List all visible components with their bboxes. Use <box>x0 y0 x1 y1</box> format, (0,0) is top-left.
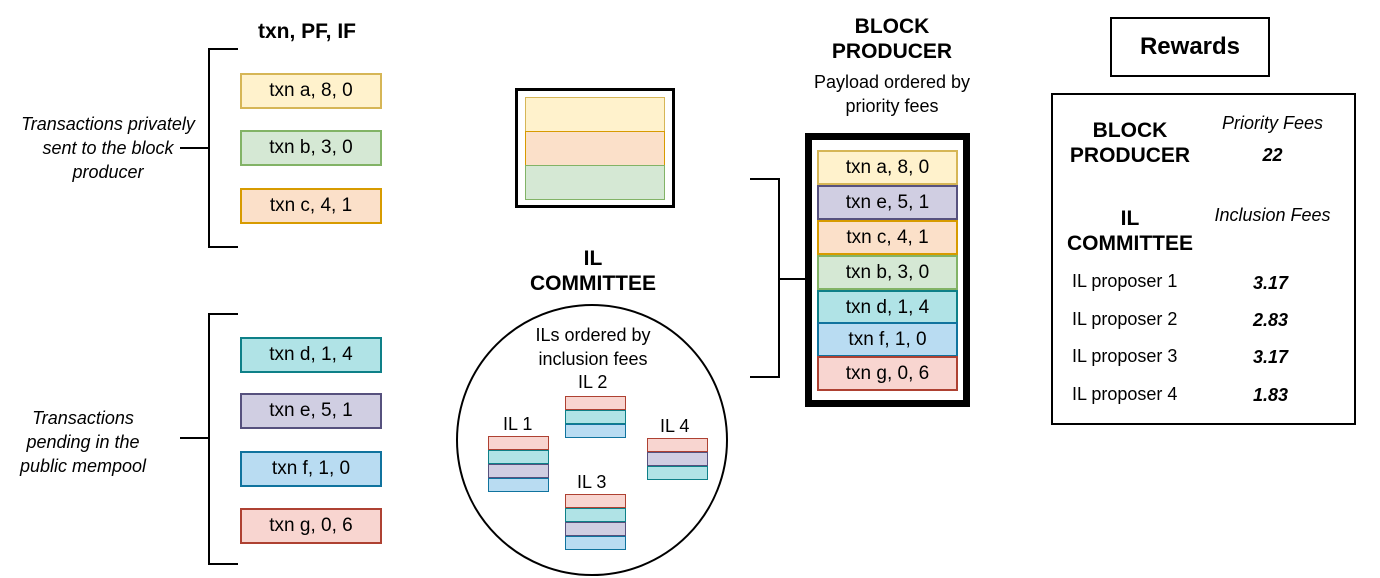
il-4-label: IL 4 <box>660 416 690 436</box>
proposer-1-name: IL proposer 1 <box>1072 271 1178 291</box>
il-1-label: IL 1 <box>503 414 533 434</box>
public-txn-d: txn d, 1, 4 <box>240 337 382 373</box>
inclusion-fees-label: Inclusion Fees <box>1214 205 1331 225</box>
rewards-bp-label: BLOCK PRODUCER <box>1069 119 1191 167</box>
bp-txn-a: txn a, 8, 0 <box>817 150 958 185</box>
rewards-title: Rewards <box>1110 17 1270 77</box>
priority-fees-value: 22 <box>1262 145 1283 165</box>
il-2-strip <box>565 396 626 410</box>
il-committee-title: IL COMMITTEE <box>530 247 656 295</box>
txn-column-header: txn, PF, IF <box>258 20 357 43</box>
payload-strip-green <box>525 165 665 200</box>
il-4-strip <box>647 438 708 452</box>
bp-txn-d: txn d, 1, 4 <box>817 290 958 325</box>
bp-txn-g: txn g, 0, 6 <box>817 356 958 391</box>
public-bracket <box>208 313 210 565</box>
il-circle-label: ILs ordered by inclusion fees <box>535 325 651 369</box>
block-producer-title: BLOCK PRODUCER <box>831 15 953 63</box>
proposer-4-name: IL proposer 4 <box>1072 384 1178 404</box>
private-txn-a: txn a, 8, 0 <box>240 73 382 109</box>
il-3-label: IL 3 <box>577 472 607 492</box>
public-txns-label: Transactions pending in the public mempo… <box>19 408 147 476</box>
bp-txn-f: txn f, 1, 0 <box>817 322 958 357</box>
payload-strip-orange <box>525 131 665 166</box>
bp-txn-b: txn b, 3, 0 <box>817 255 958 290</box>
private-txns-label: Transactions privately sent to the block… <box>21 114 195 182</box>
il-3-strip <box>565 494 626 508</box>
payload-strip-yellow <box>525 97 665 132</box>
private-txn-c: txn c, 4, 1 <box>240 188 382 224</box>
public-txn-g: txn g, 0, 6 <box>240 508 382 544</box>
il-committee-circle <box>456 304 728 576</box>
proposer-1-value: 3.17 <box>1253 273 1289 293</box>
proposer-3-name: IL proposer 3 <box>1072 346 1178 366</box>
proposer-2-name: IL proposer 2 <box>1072 309 1178 329</box>
bp-txn-c: txn c, 4, 1 <box>817 220 958 255</box>
il-2-label: IL 2 <box>578 372 608 392</box>
rewards-il-label: IL COMMITTEE <box>1067 207 1193 255</box>
proposer-4-value: 1.83 <box>1253 385 1289 405</box>
public-txn-f: txn f, 1, 0 <box>240 451 382 487</box>
block-producer-subtitle: Payload ordered by priority fees <box>813 72 971 116</box>
rewards-panel <box>1051 93 1356 425</box>
bp-txn-e: txn e, 5, 1 <box>817 185 958 220</box>
il-1-strip <box>488 436 549 450</box>
proposer-3-value: 3.17 <box>1253 347 1289 367</box>
public-txn-e: txn e, 5, 1 <box>240 393 382 429</box>
priority-fees-label: Priority Fees <box>1221 113 1324 133</box>
proposer-2-value: 2.83 <box>1253 310 1289 330</box>
private-txn-b: txn b, 3, 0 <box>240 130 382 166</box>
